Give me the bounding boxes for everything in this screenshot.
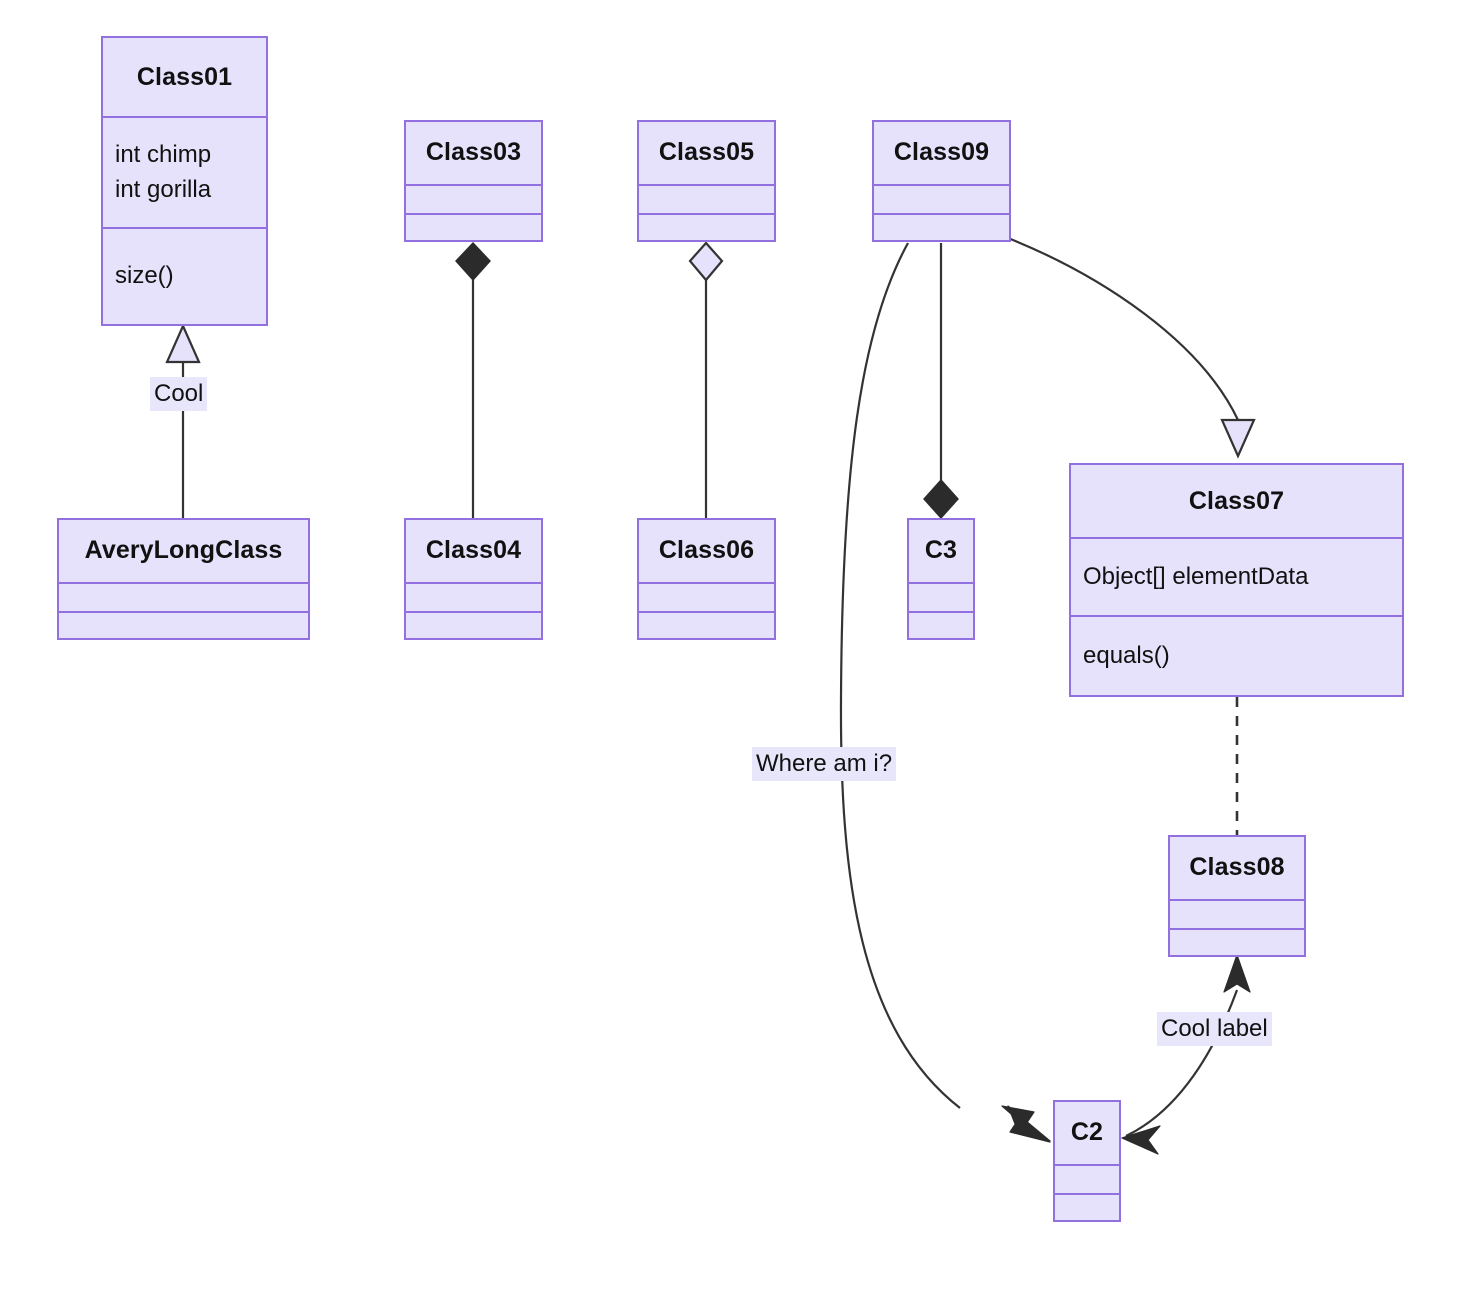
class-attributes-c3: [909, 581, 973, 611]
class-methods-class06: [639, 611, 774, 638]
edge-label-cool: Cool: [150, 377, 208, 412]
class-methods-class07: equals(): [1071, 615, 1402, 695]
class-title-class05: Class05: [658, 138, 755, 167]
class-attributes-class08: [1170, 898, 1304, 928]
edge-class03-class04: [456, 243, 490, 518]
edge-class05-class06: [690, 243, 722, 518]
class-title-c2: C2: [1070, 1118, 1104, 1147]
class-attributes-class04: [406, 581, 541, 611]
class-title-class04: Class04: [425, 536, 522, 565]
class-attribute: int gorilla: [115, 175, 212, 203]
class-title-class08: Class08: [1189, 853, 1285, 882]
class-attributes-class01: int chimp int gorilla: [103, 116, 266, 227]
class-node-averylongclass[interactable]: AveryLongClass: [57, 518, 310, 640]
class-title-class07: Class07: [1188, 486, 1285, 515]
edge-class01-averylongclass: [167, 326, 199, 518]
class-methods-class05: [639, 213, 774, 240]
class-title-class09: Class09: [893, 138, 990, 167]
class-node-class09[interactable]: Class09: [872, 120, 1011, 242]
class-node-class08[interactable]: Class08: [1168, 835, 1306, 957]
class-node-class06[interactable]: Class06: [637, 518, 776, 640]
class-attributes-class06: [639, 581, 774, 611]
edge-label-cool-label: Cool label: [1157, 1012, 1272, 1047]
class-methods-c2: [1055, 1193, 1119, 1220]
class-methods-class03: [406, 213, 541, 240]
class-node-c2[interactable]: C2: [1053, 1100, 1121, 1222]
edge-label-where-am-i: Where am i?: [752, 747, 897, 782]
class-title-class01: Class01: [136, 62, 233, 91]
class-methods-class08: [1170, 928, 1304, 955]
class-node-c3[interactable]: C3: [907, 518, 975, 640]
class-title-c3: C3: [924, 536, 958, 565]
class-node-class04[interactable]: Class04: [404, 518, 543, 640]
class-attributes-class07: Object[] elementData: [1071, 537, 1402, 615]
class-title-class03: Class03: [425, 138, 522, 167]
class-node-class03[interactable]: Class03: [404, 120, 543, 242]
edge-c2-class08: [1122, 955, 1250, 1154]
class-methods-class04: [406, 611, 541, 638]
edge-class09-c3: [924, 243, 958, 518]
class-method: size(): [115, 262, 174, 290]
edge-class09-class07: [1008, 238, 1254, 456]
class-methods-c3: [909, 611, 973, 638]
class-title-averylongclass: AveryLongClass: [84, 536, 283, 565]
class-methods-class01: size(): [103, 227, 266, 324]
class-methods-class09: [874, 213, 1009, 240]
class-attributes-averylongclass: [59, 581, 308, 611]
class-attribute: int chimp: [115, 141, 212, 169]
class-method: equals(): [1083, 641, 1170, 669]
class-attributes-class09: [874, 183, 1009, 213]
class-attributes-class03: [406, 183, 541, 213]
class-title-class06: Class06: [658, 536, 755, 565]
class-attributes-c2: [1055, 1163, 1119, 1193]
class-methods-averylongclass: [59, 611, 308, 638]
class-attribute: Object[] elementData: [1083, 562, 1309, 590]
class-attributes-class05: [639, 183, 774, 213]
class-node-class07[interactable]: Class07 Object[] elementData equals(): [1069, 463, 1404, 697]
edge-class09-c2: [841, 243, 1050, 1142]
class-node-class05[interactable]: Class05: [637, 120, 776, 242]
class-node-class01[interactable]: Class01 int chimp int gorilla size(): [101, 36, 268, 326]
